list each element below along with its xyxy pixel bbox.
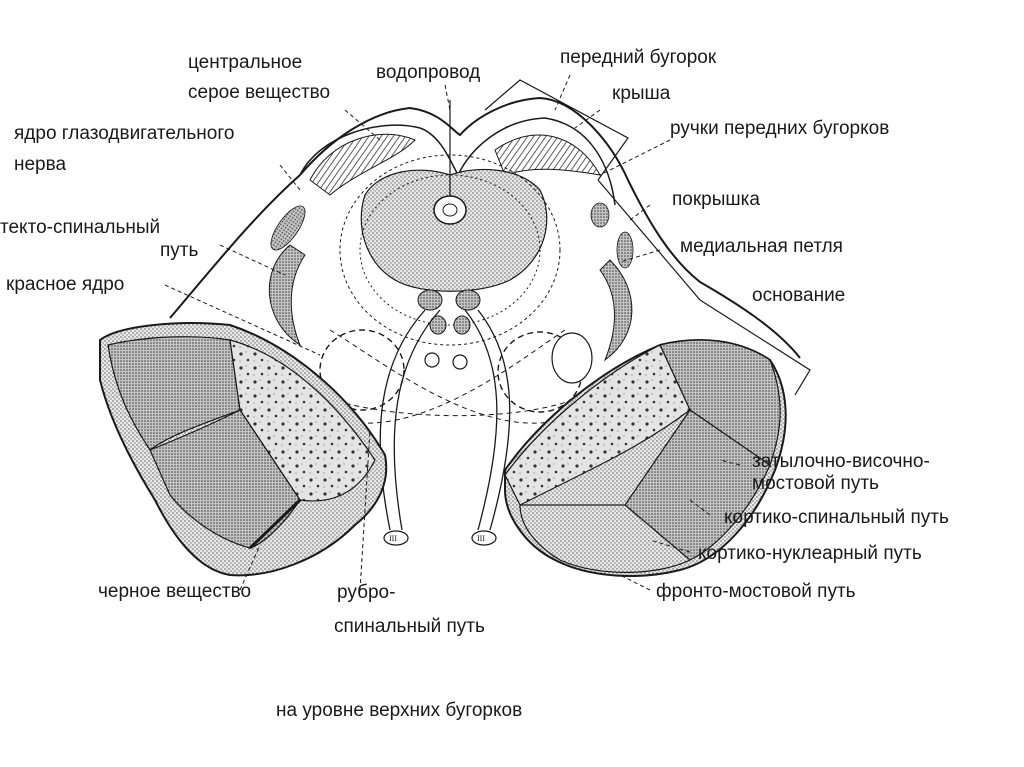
label-medial-lemniscus: медиальная петля — [680, 236, 843, 257]
central-gray — [361, 170, 547, 292]
label-roof: крыша — [612, 83, 671, 104]
label-tegmentum: покрышка — [672, 189, 760, 210]
label-tectospinal-2: путь — [160, 240, 198, 261]
label-anterior-colliculus: передний бугорок — [560, 47, 717, 68]
label-brachia-anterior-colliculi: ручки передних бугорков — [670, 118, 889, 139]
diagram-caption: на уровне верхних бугорков — [276, 700, 522, 721]
label-occipitotemporopontine-2: мостовой путь — [752, 473, 879, 494]
label-corticonuclear: кортико-нуклеарный путь — [698, 543, 922, 564]
label-rubrospinal-1: рубро- — [337, 582, 395, 603]
label-central-gray-2: серое вещество — [188, 82, 330, 103]
label-nerve-mark-right: III — [477, 534, 485, 543]
label-oculomotor-nucleus-2: нерва — [14, 154, 67, 175]
label-oculomotor-nucleus-1: ядро глазодвигательного — [14, 123, 234, 144]
label-aqueduct: водопровод — [376, 62, 480, 83]
oculomotor-nerve-left — [380, 310, 440, 530]
label-rubrospinal-2: спинальный путь — [334, 616, 485, 637]
tectum-right — [495, 135, 600, 175]
label-base: основание — [752, 285, 845, 306]
label-substantia-nigra: черное вещество — [98, 581, 251, 602]
label-nerve-mark-left: III — [389, 534, 397, 543]
medial-lemniscus-right — [600, 260, 632, 360]
label-red-nucleus: красное ядро — [6, 274, 124, 295]
medial-lemniscus-left — [269, 245, 305, 345]
label-corticospinal: кортико-спинальный путь — [724, 507, 949, 528]
label-frontopontine: фронто-мостовой путь — [656, 581, 856, 602]
label-central-gray-1: центральное — [188, 52, 302, 73]
label-tectospinal-1: текто-спинальный — [0, 217, 160, 238]
label-occipitotemporopontine-1: затылочно-височно- — [752, 451, 930, 472]
